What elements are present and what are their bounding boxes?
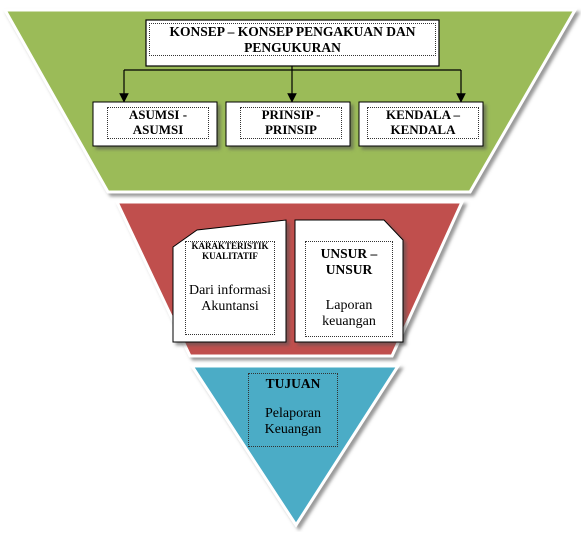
tujuan-heading: TUJUAN	[265, 376, 321, 391]
kendala-box	[358, 101, 484, 147]
kendala-label: KENDALA – KENDALA	[367, 107, 479, 139]
middle-trapezoid	[114, 200, 465, 358]
unsur-shape	[294, 219, 404, 343]
prinsip-label: PRINSIP - PRINSIP	[240, 107, 342, 139]
connector-lines	[119, 66, 466, 103]
karakteristik-heading: KARAKTERISTIK KUALITATIF	[191, 241, 269, 261]
karakteristik-text: Dari informasi Akuntansi	[188, 283, 272, 315]
prinsip-box	[225, 101, 351, 147]
title-box	[145, 19, 440, 67]
asumsi-box	[92, 101, 218, 147]
title-label: KONSEP – KONSEP PENGAKUAN DAN PENGUKURAN	[149, 22, 436, 57]
unsur-heading: UNSUR – UNSUR	[320, 246, 378, 277]
unsur-text: Laporan keuangan	[322, 298, 376, 330]
bottom-triangle	[189, 364, 401, 528]
asumsi-label: ASUMSI - ASUMSI	[107, 107, 209, 139]
tujuan-text: Pelaporan Keuangan	[264, 406, 322, 438]
karakteristik-shape	[172, 219, 287, 343]
